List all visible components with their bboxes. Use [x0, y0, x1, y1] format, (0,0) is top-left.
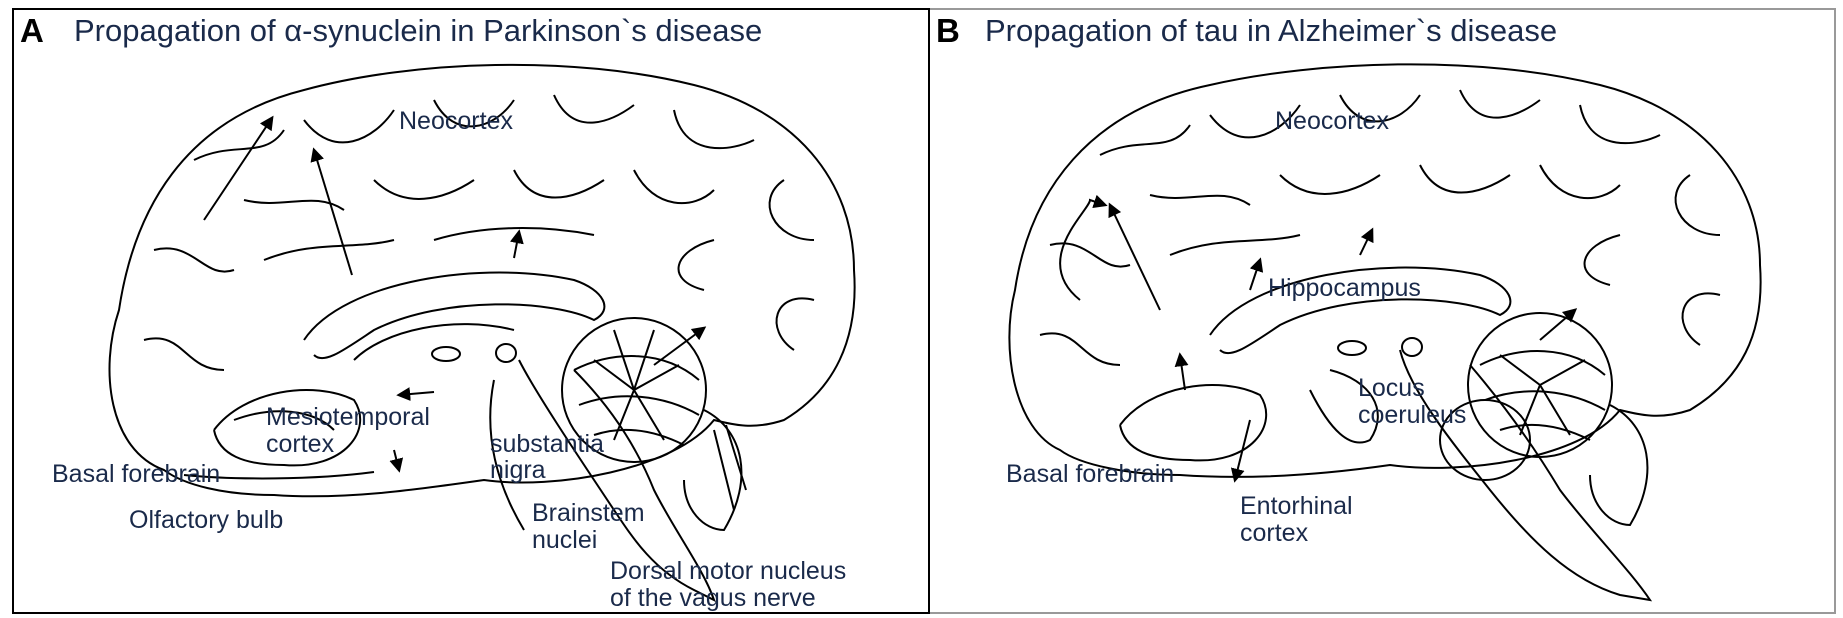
panel-b-brain-illustration [930, 10, 1834, 612]
label-entorhinal-cortex-line2: cortex [1240, 520, 1308, 547]
label-locus-coeruleus-line2: coeruleus [1358, 402, 1466, 429]
label-mesiotemporal-line1: Mesiotemporal [266, 404, 430, 431]
label-brainstem-nuclei-line2: nuclei [532, 527, 597, 554]
label-locus-coeruleus-line1: Locus [1358, 375, 1425, 402]
label-basal-forebrain: Basal forebrain [1006, 461, 1174, 488]
label-neocortex: Neocortex [399, 108, 513, 135]
label-brainstem-nuclei-line1: Brainstem [532, 500, 645, 527]
label-olfactory-bulb: Olfactory bulb [129, 507, 283, 534]
label-neocortex: Neocortex [1275, 108, 1389, 135]
label-basal-forebrain: Basal forebrain [52, 461, 220, 488]
panel-b: B Propagation of tau in Alzheimer`s dise… [930, 8, 1836, 614]
label-substantia-nigra-line1: substantia [490, 431, 604, 458]
label-dorsal-motor-line1: Dorsal motor nucleus [610, 558, 846, 585]
corpus-callosum [304, 273, 604, 359]
panel-a: A Propagation of α-synuclein in Parkinso… [12, 8, 930, 614]
label-substantia-nigra-line2: nigra [490, 457, 546, 484]
label-dorsal-motor-line2: of the vagus nerve [610, 585, 816, 612]
label-hippocampus: Hippocampus [1268, 275, 1421, 302]
label-entorhinal-cortex-line1: Entorhinal [1240, 493, 1353, 520]
label-mesiotemporal-line2: cortex [266, 431, 334, 458]
